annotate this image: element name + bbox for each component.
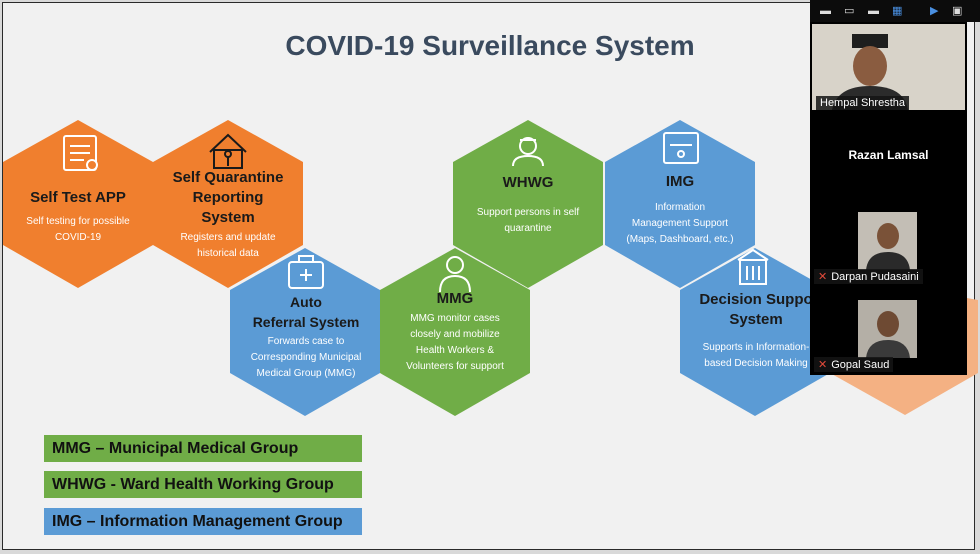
hex-whwg <box>453 120 603 288</box>
hex-mmg <box>380 248 530 416</box>
legend-img: IMG – Information Management Group <box>44 508 362 535</box>
person-video-icon <box>812 24 965 110</box>
hex-whwg-title: WHWG <box>502 174 554 191</box>
hex-whwg-desc: Support persons in self quarantine <box>476 207 580 234</box>
hex-auto-referral-title: Auto Referral System <box>252 294 360 330</box>
hex-mmg-title: MMG <box>436 290 474 307</box>
legend-mmg: MMG – Municipal Medical Group <box>44 435 362 462</box>
expand-icon[interactable]: ▣ <box>952 5 963 17</box>
participant-label-gopal: ✕Gopal Saud <box>814 357 894 372</box>
legend-whwg: WHWG - Ward Health Working Group <box>44 471 362 498</box>
restore-icon[interactable]: ▭ <box>844 5 855 17</box>
speaker-view-icon[interactable]: ▬ <box>868 5 879 17</box>
video-panel-toolbar: ▬ ▭ ▬ ▦ ▶ ▣ <box>810 0 980 22</box>
hex-decision-support <box>680 248 830 416</box>
participant-name-razan[interactable]: Razan Lamsal <box>848 148 929 162</box>
hex-img-title: IMG <box>665 173 695 190</box>
hex-auto-referral-desc: Forwards case to Corresponding Municipal… <box>250 336 362 379</box>
muted-mic-icon: ✕ <box>818 271 828 283</box>
participant-video <box>812 24 965 110</box>
hex-mmg-text: MMG MMG monitor cases closely and mobili… <box>386 289 524 375</box>
hex-self-test <box>3 120 153 288</box>
participant-tile-hempal[interactable]: Hempal Shrestha <box>812 24 965 110</box>
folder-network-icon <box>663 132 699 164</box>
medical-kit-icon <box>288 255 324 289</box>
hex-auto-referral-text: Auto Referral System Forwards case to Co… <box>236 292 376 382</box>
hex-self-quarantine-desc: Registers and update historical data <box>180 232 276 259</box>
gallery-view-icon[interactable]: ▦ <box>892 5 903 17</box>
hex-self-test-title: Self Test APP <box>30 189 126 206</box>
hex-self-quarantine-title: Self Quarantine Reporting System <box>172 169 284 226</box>
muted-mic-icon: ✕ <box>818 359 828 371</box>
building-icon <box>737 248 769 285</box>
hex-decision-support-text: Decision Suppo System Supports in Inform… <box>686 290 826 372</box>
doctor-icon <box>439 256 471 293</box>
hex-self-quarantine <box>153 120 303 288</box>
nurse-icon <box>512 137 544 167</box>
house-person-icon <box>209 133 247 169</box>
hex-self-test-text: Self Test APP Self testing for possible … <box>10 188 146 246</box>
person-photo-icon <box>858 212 917 270</box>
participant-avatar-gopal[interactable] <box>858 300 917 358</box>
hex-auto-referral <box>230 248 380 416</box>
participant-label-darpan: ✕Darpan Pudasaini <box>814 269 923 284</box>
hex-mmg-desc: MMG monitor cases closely and mobilize H… <box>406 313 504 372</box>
hex-decision-support-title: Decision Suppo System <box>699 291 813 328</box>
minimize-icon[interactable]: ▬ <box>820 5 831 17</box>
hex-self-quarantine-text: Self Quarantine Reporting System Registe… <box>158 168 298 262</box>
hex-img-desc: Information Management Support (Maps, Da… <box>626 202 734 245</box>
hex-img-text: IMG Information Management Support (Maps… <box>610 172 750 248</box>
slide-title: COVID-19 Surveillance System <box>285 30 695 61</box>
hex-decision-support-desc: Supports in Information- based Decision … <box>702 342 810 369</box>
checklist-icon <box>63 135 98 171</box>
person-photo-icon <box>858 300 917 358</box>
hex-self-test-desc: Self testing for possible COVID-19 <box>26 216 130 243</box>
hex-img <box>605 120 755 288</box>
participant-avatar-darpan[interactable] <box>858 212 917 270</box>
participant-name: Hempal Shrestha <box>816 96 909 110</box>
play-icon[interactable]: ▶ <box>930 5 939 17</box>
hex-whwg-text: WHWG Support persons in self quarantine <box>458 173 598 237</box>
